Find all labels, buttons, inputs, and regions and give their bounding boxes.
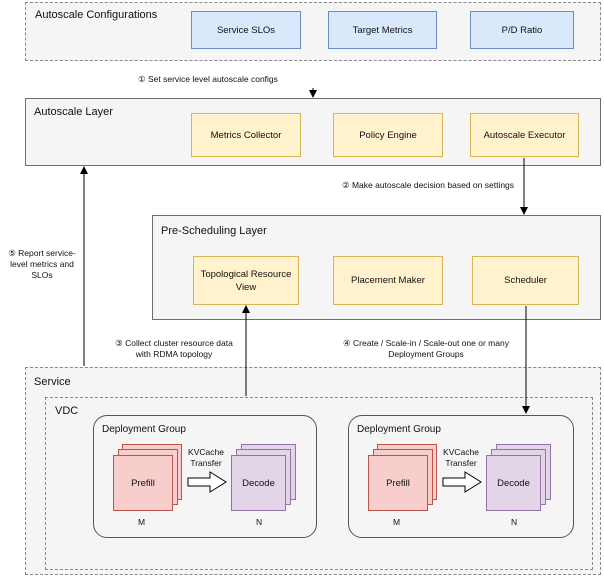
step-4-label: ④ Create / Scale-in / Scale-out one or m…: [343, 338, 509, 359]
deployment-group-1-title: Deployment Group: [102, 424, 186, 435]
decode-count-n: N: [256, 517, 263, 527]
kvcache-transfer-arrow: [187, 471, 227, 493]
step-5-label: ⑤ Report service-level metrics and SLOs: [8, 248, 76, 280]
prefill-box: Prefill: [113, 455, 173, 511]
kvcache-transfer-label: KVCache Transfer: [188, 447, 224, 468]
step-2-label: ② Make autoscale decision based on setti…: [341, 180, 515, 190]
vdc-title: VDC: [55, 405, 79, 417]
kvcache-transfer-label: KVCache Transfer: [443, 447, 479, 468]
decode-box: Decode: [486, 455, 541, 511]
pre-scheduling-layer-title: Pre-Scheduling Layer: [161, 225, 267, 237]
kvcache-transfer-arrow: [442, 471, 482, 493]
placement-maker-box: Placement Maker: [333, 256, 443, 305]
prefill-count-m: M: [393, 517, 401, 527]
scheduler-box: Scheduler: [472, 256, 579, 305]
prefill-box: Prefill: [368, 455, 428, 511]
service-slos-box: Service SLOs: [191, 11, 301, 49]
autoscale-configurations-title: Autoscale Configurations: [35, 9, 158, 21]
target-metrics-box: Target Metrics: [328, 11, 437, 49]
prefill-count-m: M: [138, 517, 146, 527]
pd-ratio-box: P/D Ratio: [470, 11, 574, 49]
step-1-label: ① Set service level autoscale configs: [138, 74, 278, 84]
autoscale-executor-box: Autoscale Executor: [470, 113, 579, 157]
service-title: Service: [34, 376, 71, 388]
step-3-label: ③ Collect cluster resource data with RDM…: [115, 338, 233, 359]
topological-resource-view-box: Topological Resource View: [193, 256, 299, 305]
autoscale-layer-title: Autoscale Layer: [34, 106, 113, 118]
policy-engine-box: Policy Engine: [333, 113, 443, 157]
metrics-collector-box: Metrics Collector: [191, 113, 301, 157]
deployment-group-2-title: Deployment Group: [357, 424, 441, 435]
decode-count-n: N: [511, 517, 518, 527]
decode-box: Decode: [231, 455, 286, 511]
